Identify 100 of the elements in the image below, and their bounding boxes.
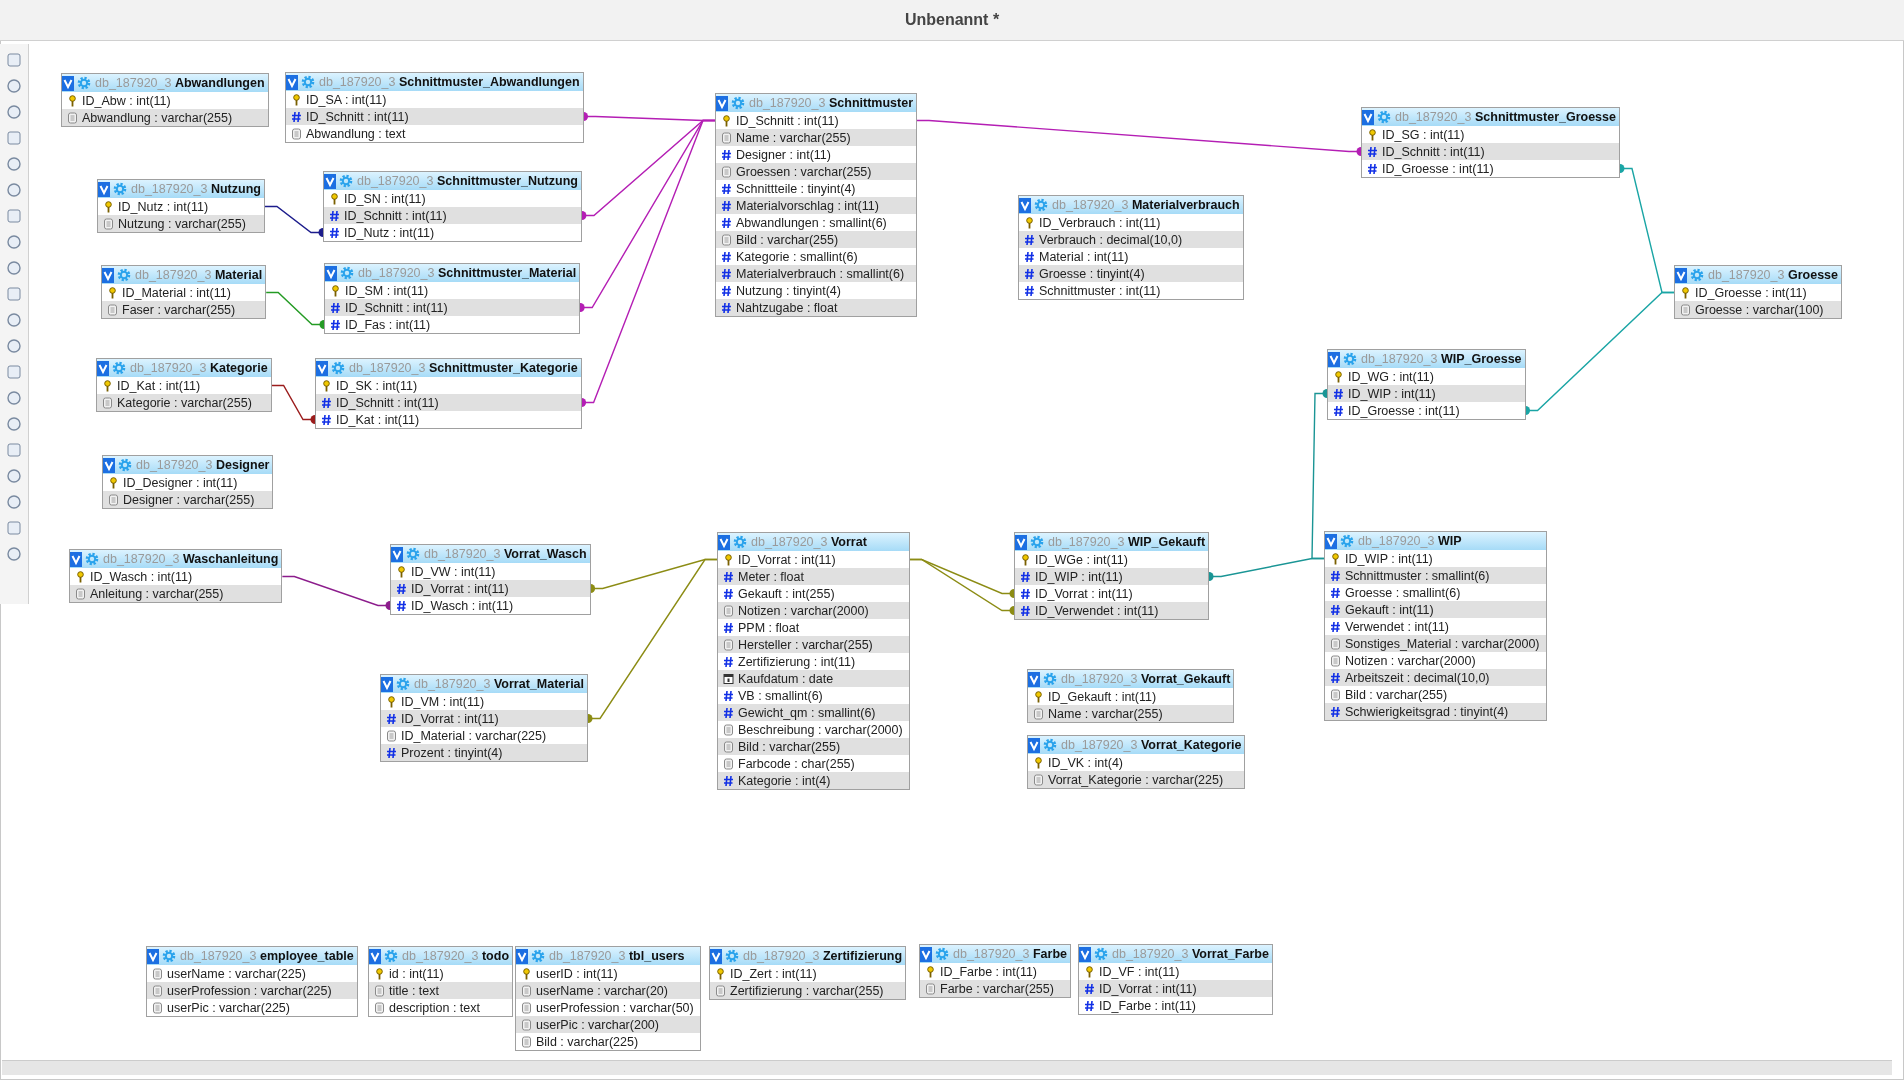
column-definition: Name : varchar(255) bbox=[1048, 706, 1163, 721]
table-card bbox=[1018, 195, 1244, 300]
column-definition: id : int(11) bbox=[389, 966, 444, 981]
column-definition: ID_Designer : int(11) bbox=[123, 475, 238, 490]
table-name: db_187920_3 Material bbox=[135, 268, 263, 282]
table-card bbox=[97, 179, 265, 233]
column-definition: ID_SK : int(11) bbox=[336, 378, 418, 393]
column-definition: ID_VM : int(11) bbox=[401, 694, 485, 709]
column-definition: Schnittmuster : smallint(6) bbox=[1345, 568, 1490, 583]
column-definition: ID_Groesse : int(11) bbox=[1348, 403, 1460, 418]
column-definition: Materialvorschlag : int(11) bbox=[736, 198, 879, 213]
table-name: db_187920_3 Vorrat_Gekauft bbox=[1061, 672, 1231, 686]
column-definition: Arbeitszeit : decimal(10,0) bbox=[1345, 670, 1490, 685]
column-definition: Bild : varchar(255) bbox=[736, 232, 839, 247]
table-name: db_187920_3 Schnittmuster_Material bbox=[358, 266, 577, 280]
column-definition: ID_Vorrat : int(11) bbox=[738, 552, 836, 567]
table-card bbox=[285, 72, 584, 143]
table-card bbox=[146, 946, 358, 1017]
column-definition: Farbcode : char(255) bbox=[738, 756, 855, 771]
column-definition: Designer : varchar(255) bbox=[123, 492, 255, 507]
table-card bbox=[315, 358, 582, 429]
column-definition: ID_SN : int(11) bbox=[344, 191, 426, 206]
column-definition: ID_Vorrat : int(11) bbox=[1035, 586, 1133, 601]
table-name: db_187920_3 Nutzung bbox=[131, 182, 261, 196]
column-definition: Meter : float bbox=[738, 569, 804, 584]
column-definition: Zertifizierung : int(11) bbox=[738, 654, 856, 669]
column-definition: ID_Wasch : int(11) bbox=[90, 569, 193, 584]
column-definition: Bild : varchar(225) bbox=[536, 1034, 639, 1049]
table-name: db_187920_3 WIP bbox=[1358, 534, 1462, 548]
table-card bbox=[61, 73, 269, 127]
table-card bbox=[368, 946, 514, 1017]
column-definition: Schwierigkeitsgrad : tinyint(4) bbox=[1345, 704, 1509, 719]
table-name: db_187920_3 Vorrat_Wasch bbox=[424, 547, 587, 561]
column-definition: ID_WGe : int(11) bbox=[1035, 552, 1128, 567]
column-definition: ID_Abw : int(11) bbox=[82, 93, 171, 108]
column-definition: Notizen : varchar(2000) bbox=[738, 603, 869, 618]
table-name: db_187920_3 Schnittmuster bbox=[749, 96, 913, 110]
column-definition: Groesse : varchar(100) bbox=[1695, 302, 1824, 317]
column-definition: ID_VW : int(11) bbox=[411, 564, 496, 579]
table-card bbox=[1324, 531, 1547, 721]
column-definition: Gewicht_qm : smallint(6) bbox=[738, 705, 876, 720]
column-definition: ID_Gekauft : int(11) bbox=[1048, 689, 1157, 704]
table-name: db_187920_3 Waschanleitung bbox=[103, 552, 279, 566]
column-definition: ID_Farbe : int(11) bbox=[1099, 998, 1197, 1013]
table-card bbox=[715, 93, 917, 317]
table-card bbox=[709, 946, 907, 1000]
table-name: db_187920_3 Vorrat_Material bbox=[414, 677, 585, 691]
column-definition: ID_SG : int(11) bbox=[1382, 127, 1465, 142]
column-definition: ID_SA : int(11) bbox=[306, 92, 387, 107]
table-card bbox=[323, 171, 582, 242]
column-definition: Verbrauch : decimal(10,0) bbox=[1039, 232, 1183, 247]
column-definition: Hersteller : varchar(255) bbox=[738, 637, 873, 652]
column-definition: ID_Farbe : int(11) bbox=[940, 964, 1038, 979]
column-definition: userPic : varchar(200) bbox=[536, 1017, 659, 1032]
column-definition: Nutzung : tinyint(4) bbox=[736, 283, 841, 298]
table-name: db_187920_3 Schnittmuster_Abwandlungen bbox=[319, 75, 580, 89]
column-definition: ID_Schnitt : int(11) bbox=[736, 113, 839, 128]
column-definition: userID : int(11) bbox=[536, 966, 618, 981]
column-definition: Schnittteile : tinyint(4) bbox=[736, 181, 856, 196]
column-definition: Abwandlung : text bbox=[306, 126, 406, 141]
table-name: db_187920_3 todo bbox=[402, 949, 510, 963]
column-definition: Notizen : varchar(2000) bbox=[1345, 653, 1476, 668]
column-definition: ID_Schnitt : int(11) bbox=[345, 300, 448, 315]
column-definition: title : text bbox=[389, 983, 440, 998]
table-card bbox=[1361, 107, 1620, 178]
column-definition: Abwandlungen : smallint(6) bbox=[736, 215, 887, 230]
column-definition: ID_Vorrat : int(11) bbox=[401, 711, 499, 726]
table-name: db_187920_3 Abwandlungen bbox=[95, 76, 265, 90]
column-definition: userProfession : varchar(50) bbox=[536, 1000, 694, 1015]
column-definition: userPic : varchar(225) bbox=[167, 1000, 290, 1015]
column-definition: ID_Wasch : int(11) bbox=[411, 598, 514, 613]
table-card bbox=[1027, 669, 1235, 723]
column-definition: Kategorie : int(4) bbox=[738, 773, 831, 788]
table-name: db_187920_3 Schnittmuster_Kategorie bbox=[349, 361, 578, 375]
table-name: db_187920_3 Schnittmuster_Groesse bbox=[1395, 110, 1616, 124]
column-definition: Prozent : tinyint(4) bbox=[401, 745, 503, 760]
column-definition: Name : varchar(255) bbox=[736, 130, 851, 145]
column-definition: Vorrat_Kategorie : varchar(225) bbox=[1048, 772, 1224, 787]
column-definition: Groessen : varchar(255) bbox=[736, 164, 872, 179]
window-title: Unbenannt * bbox=[903, 11, 1001, 29]
column-definition: Anleitung : varchar(255) bbox=[90, 586, 224, 601]
table-card bbox=[1674, 265, 1842, 319]
column-definition: ID_Schnitt : int(11) bbox=[1382, 144, 1485, 159]
table-name: db_187920_3 Materialverbrauch bbox=[1052, 198, 1240, 212]
column-definition: ID_Schnitt : int(11) bbox=[306, 109, 409, 124]
table-card bbox=[390, 544, 591, 615]
column-definition: Bild : varchar(255) bbox=[1345, 687, 1448, 702]
column-definition: VB : smallint(6) bbox=[738, 688, 823, 703]
column-definition: Farbe : varchar(255) bbox=[940, 981, 1054, 996]
table-card bbox=[102, 455, 274, 509]
column-definition: ID_Vorrat : int(11) bbox=[1099, 981, 1197, 996]
column-definition: ID_Nutz : int(11) bbox=[344, 225, 435, 240]
column-definition: ID_Groesse : int(11) bbox=[1695, 285, 1807, 300]
table-card bbox=[96, 358, 272, 412]
column-definition: Materialverbrauch : smallint(6) bbox=[736, 266, 905, 281]
table-card bbox=[515, 946, 701, 1051]
column-definition: ID_Kat : int(11) bbox=[336, 412, 420, 427]
column-definition: ID_Vorrat : int(11) bbox=[411, 581, 509, 596]
table-card bbox=[69, 549, 283, 603]
table-name: db_187920_3 Vorrat_Farbe bbox=[1112, 947, 1269, 961]
